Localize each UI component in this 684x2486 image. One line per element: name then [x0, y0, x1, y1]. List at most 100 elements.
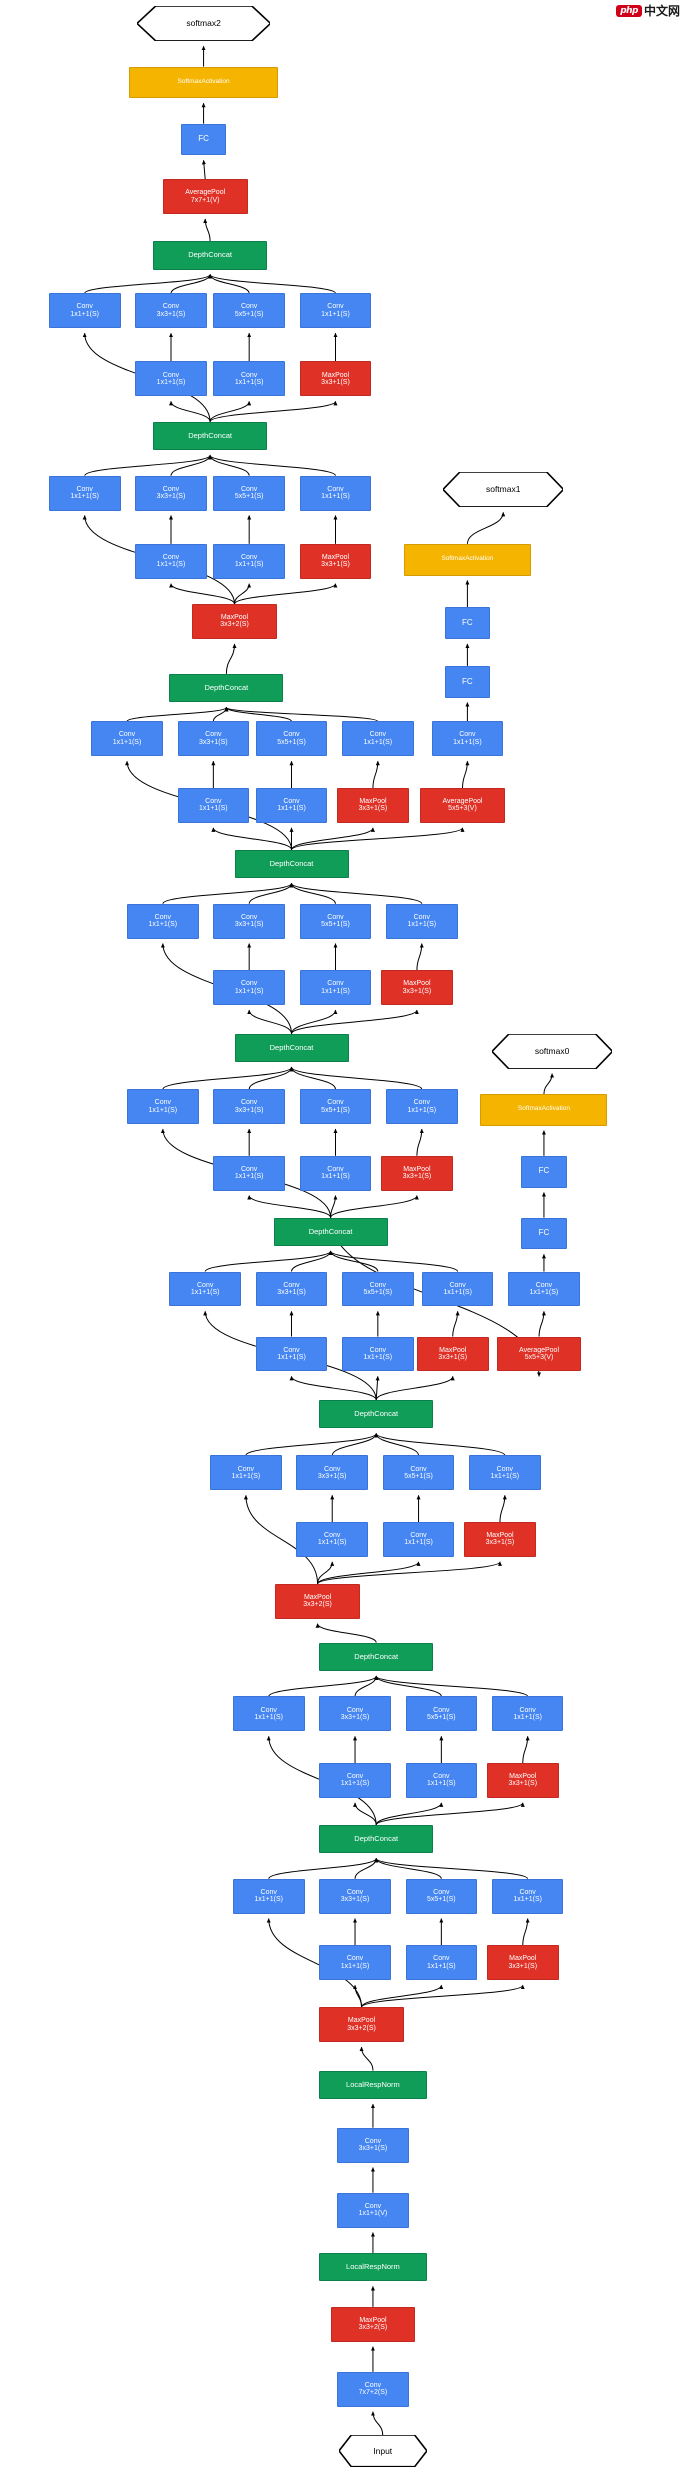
- octagon-shape: [338, 2435, 427, 2467]
- node-label-primary: Conv: [433, 1888, 450, 1896]
- edge-i5cp-to-dc5: [289, 1066, 423, 1090]
- node-label-params: 1x1+1(S): [234, 1173, 264, 1181]
- node-label-primary: Conv: [324, 1465, 341, 1473]
- node-label-primary: Conv: [459, 731, 476, 739]
- node-label-primary: Conv: [433, 1706, 450, 1714]
- node-label-params: 3x3+1(S): [199, 738, 228, 746]
- node-label-params: 5x5+1(S): [234, 310, 264, 318]
- node-dc4: DepthConcat: [273, 1217, 388, 1247]
- node-label-params: 1x1+1(S): [321, 310, 350, 318]
- edge-dc1-to-i2r3: [353, 1802, 377, 1825]
- node-label-params: 1x1+1(S): [148, 921, 178, 929]
- node-label-params: 3x3+2(S): [347, 2024, 376, 2032]
- edge-i2mp-to-i2cp: [522, 1735, 530, 1764]
- node-label-primary: AveragePool: [442, 798, 483, 806]
- node-label-primary: DepthConcat: [204, 683, 249, 693]
- edge-dc6-to-i7mp: [291, 827, 375, 851]
- edge-dc3-to-i4mp: [375, 1375, 455, 1401]
- node-label-params: 1x1+1(S): [529, 1288, 559, 1296]
- node-label-primary: softmax1: [485, 484, 521, 495]
- node-label-params: 3x3+1(S): [402, 1173, 432, 1181]
- node-label-primary: Conv: [324, 1532, 341, 1540]
- node-label-primary: MaxPool: [403, 980, 431, 988]
- node-label-primary: Conv: [364, 2202, 382, 2210]
- node-label-primary: DepthConcat: [354, 1834, 399, 1844]
- edge-mp4-to-i8r5: [234, 583, 252, 605]
- node-label-params: 5x5+1(S): [321, 921, 350, 929]
- edge-dc3-to-i4r5: [375, 1375, 380, 1400]
- node-label-primary: Conv: [118, 731, 136, 739]
- edge-i6c1-to-dc6: [162, 882, 294, 905]
- node-label-params: 1x1+1(S): [513, 1896, 542, 1904]
- edge-i3cp-to-dc3: [374, 1433, 506, 1456]
- node-label-primary: DepthConcat: [354, 1651, 399, 1661]
- node-label-primary: FC: [198, 134, 209, 144]
- edge-dc4-to-i5r5: [330, 1195, 338, 1218]
- node-label-primary: Conv: [369, 731, 386, 739]
- node-label-wrap: LocalRespNorm: [346, 2081, 400, 2089]
- node-label-primary: Conv: [162, 303, 180, 311]
- node-label-wrap: FC: [539, 1228, 550, 1237]
- node-label-params: 1x1+1(S): [254, 1713, 283, 1721]
- node-label-wrap: DepthConcat: [354, 1835, 398, 1843]
- node-label-primary: MaxPool: [220, 614, 249, 622]
- node-label-params: 1x1+1(S): [363, 738, 393, 746]
- node-dc5: DepthConcat: [234, 1033, 349, 1063]
- node-label-params: 3x3+1(S): [234, 921, 264, 929]
- node-label-wrap: DepthConcat: [188, 251, 232, 259]
- node-label-params: 5x5+1(S): [404, 1472, 433, 1480]
- edge-i1c5-to-dc1: [374, 1857, 442, 1880]
- node-label-wrap: softmax1: [486, 485, 521, 494]
- node-label-primary: MaxPool: [303, 1593, 332, 1601]
- node-label-primary: Conv: [154, 913, 171, 921]
- node-label-primary: FC: [462, 676, 473, 686]
- node-dc1: DepthConcat: [319, 1824, 434, 1854]
- node-label-primary: Conv: [283, 1281, 300, 1289]
- edge-i5c5-to-dc5: [289, 1066, 336, 1090]
- edge-sa1-to-softmax1: [466, 511, 506, 544]
- node-label-params: 1x1+1(S): [363, 1353, 393, 1361]
- node-label-params: 3x3+1(S): [234, 1106, 264, 1114]
- edge-mp3-to-i3mp: [317, 1561, 502, 1585]
- node-label-primary: Conv: [162, 371, 180, 379]
- node-label-wrap: SoftmaxActivation: [178, 78, 230, 86]
- edge-dc8-to-i9mp: [209, 400, 338, 423]
- node-label-primary: Conv: [240, 1165, 258, 1173]
- edge-i4cp-to-dc4: [328, 1250, 459, 1273]
- node-label-primary: Conv: [162, 553, 180, 561]
- node-label-primary: Conv: [413, 1099, 430, 1107]
- node-label-params: 5x5+1(S): [277, 738, 306, 746]
- node-label-wrap: DepthConcat: [188, 432, 232, 440]
- node-label-primary: Conv: [327, 1099, 344, 1107]
- edge-i2c5-to-dc2: [374, 1675, 442, 1697]
- node-label-params: 3x3+2(S): [303, 1601, 332, 1609]
- node-label-params: 3x3+1(S): [358, 805, 388, 813]
